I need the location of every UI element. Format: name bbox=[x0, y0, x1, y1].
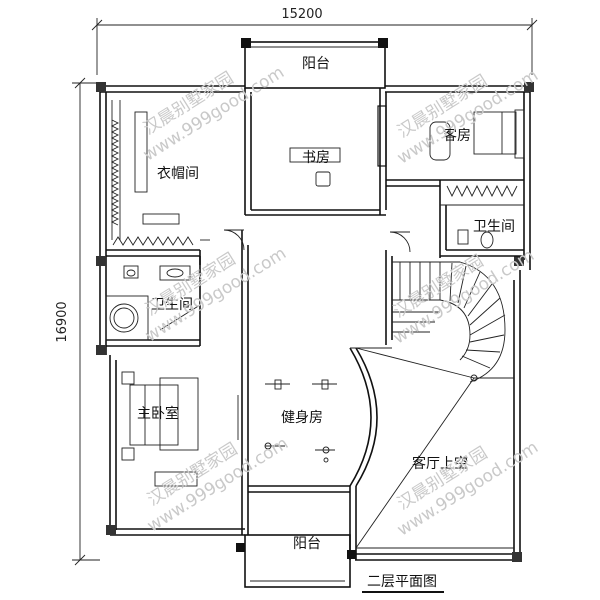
balcony-bottom bbox=[236, 534, 356, 588]
outer-walls bbox=[96, 82, 534, 562]
room-label-gym: 健身房 bbox=[281, 410, 323, 426]
room-label-master-bedroom: 主卧室 bbox=[137, 405, 179, 422]
gym-equipment bbox=[264, 379, 337, 463]
room-label-guest-room: 客房 bbox=[443, 127, 471, 144]
room-label-bathroom-left: 卫生间 bbox=[151, 297, 193, 313]
room-label-living-void: 客厅上空 bbox=[412, 455, 468, 472]
watermark-bottom-left: 汉晨别墅家园 www.999good.com bbox=[144, 433, 292, 536]
room-label-balcony-top: 阳台 bbox=[302, 56, 330, 72]
living-void-outline bbox=[355, 377, 514, 549]
room-label-balcony-bottom: 阳台 bbox=[293, 536, 321, 552]
cloakroom-fixtures bbox=[106, 100, 210, 265]
staircase bbox=[350, 250, 506, 383]
study-walls bbox=[244, 88, 387, 216]
gym-walls bbox=[223, 229, 411, 560]
dimension-width-label: 15200 bbox=[281, 7, 322, 22]
balcony-top bbox=[241, 38, 388, 89]
watermark-top-left: 汉晨别墅家园 www.999good.com bbox=[140, 62, 288, 165]
guest-room-fixtures bbox=[386, 109, 525, 258]
dimension-top bbox=[91, 18, 538, 75]
bathroom-left-fixtures bbox=[105, 256, 201, 347]
watermark-bottom-right: 汉晨别墅家园 www.999good.com bbox=[394, 437, 542, 540]
master-bedroom-fixtures bbox=[121, 371, 239, 487]
dimension-left bbox=[72, 77, 100, 566]
room-label-study: 书房 bbox=[302, 150, 330, 166]
room-label-bathroom-right: 卫生间 bbox=[473, 219, 515, 235]
room-label-cloakroom: 衣帽间 bbox=[157, 166, 199, 182]
dimension-height-label: 16900 bbox=[55, 301, 70, 342]
drawing-title: 二层平面图 bbox=[367, 574, 437, 590]
watermark-top-right: 汉晨别墅家园 www.999good.com bbox=[394, 65, 542, 168]
